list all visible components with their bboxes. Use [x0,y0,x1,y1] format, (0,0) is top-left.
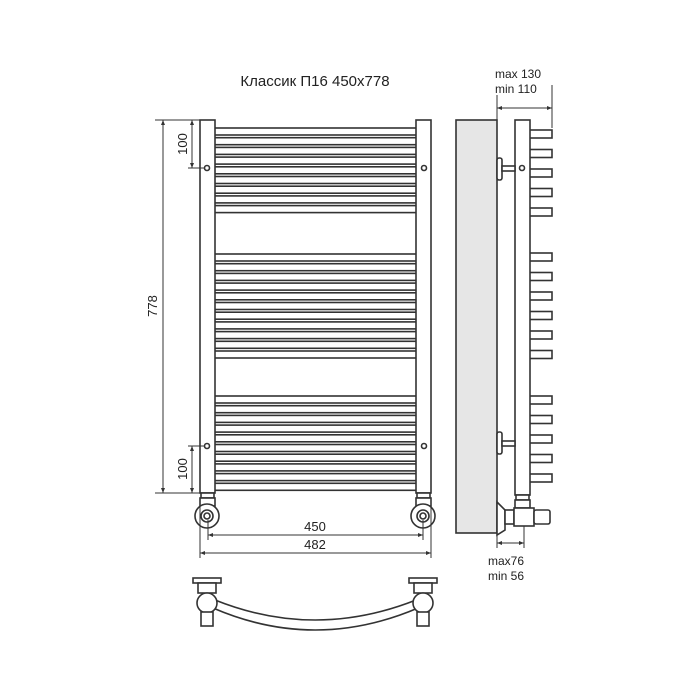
front-bar [212,340,419,350]
front-bar [212,330,419,340]
side-bar-stub [527,207,553,217]
dimension-778: 778 [145,295,160,317]
side-bar-stub [527,187,553,198]
mount-point-icon [420,442,428,450]
front-bar [212,282,419,291]
front-bar [212,453,419,463]
front-bar [212,185,419,194]
side-bar-stub [527,291,553,301]
front-bar [212,204,419,214]
front-bar [212,156,419,165]
side-bar-stub [527,434,553,444]
front-bar [212,136,419,146]
side-bar-stub [527,395,553,405]
left-valve [194,492,220,529]
front-bar [212,146,419,156]
front-bar [212,127,419,136]
front-bar [212,166,419,175]
side-bar-stub [527,414,553,425]
side-bar-stub [527,129,553,139]
side-bar-stub [527,252,553,262]
side-bar-stub [527,453,553,464]
front-bar [212,195,419,204]
mount-point-icon [203,164,211,172]
front-bar [212,262,419,272]
mount-point-icon [203,442,211,450]
side-bar-stubs [527,129,553,483]
wall-gap-min: min 110 [495,82,537,96]
side-bar-stub [527,271,553,282]
front-dimensions [155,119,432,558]
valve-max: max76 [488,554,524,568]
front-bar [212,463,419,472]
side-bar-stub [527,330,553,340]
front-bar [212,291,419,301]
front-bar [212,253,419,262]
side-bar-stub [527,310,553,321]
dimension-top-100: 100 [175,133,190,155]
side-bar-stub [527,148,553,159]
right-post [415,119,432,494]
front-bars [212,127,419,492]
front-bar [212,395,419,404]
side-valve [496,494,551,537]
front-bar [212,404,419,414]
front-view [194,119,436,529]
right-valve [410,492,436,529]
side-post [514,119,531,496]
left-post [199,119,216,494]
side-bar-stub [527,349,553,360]
wall [455,119,498,534]
wall-gap-max: max 130 [495,67,541,81]
front-bar [212,443,419,453]
front-bar [212,321,419,330]
dimension-bottom-100: 100 [175,458,190,480]
front-bar [212,301,419,311]
side-bar-stub [527,168,553,178]
front-bar [212,472,419,482]
side-bar-stub [527,473,553,483]
side-view [455,119,553,537]
drawing-title: Классик П16 450x778 [240,73,389,90]
mount-point-icon [420,164,428,172]
bottom-view [192,577,438,631]
dimension-482: 482 [304,537,326,552]
front-bar [212,311,419,321]
front-bar [212,175,419,185]
front-bar [212,414,419,424]
front-bar [212,424,419,433]
front-bar [212,350,419,359]
curved-tube [212,598,419,631]
front-bar [212,482,419,492]
front-bar [212,272,419,282]
dimension-450: 450 [304,519,326,534]
front-bar [212,433,419,443]
valve-min: min 56 [488,569,524,583]
